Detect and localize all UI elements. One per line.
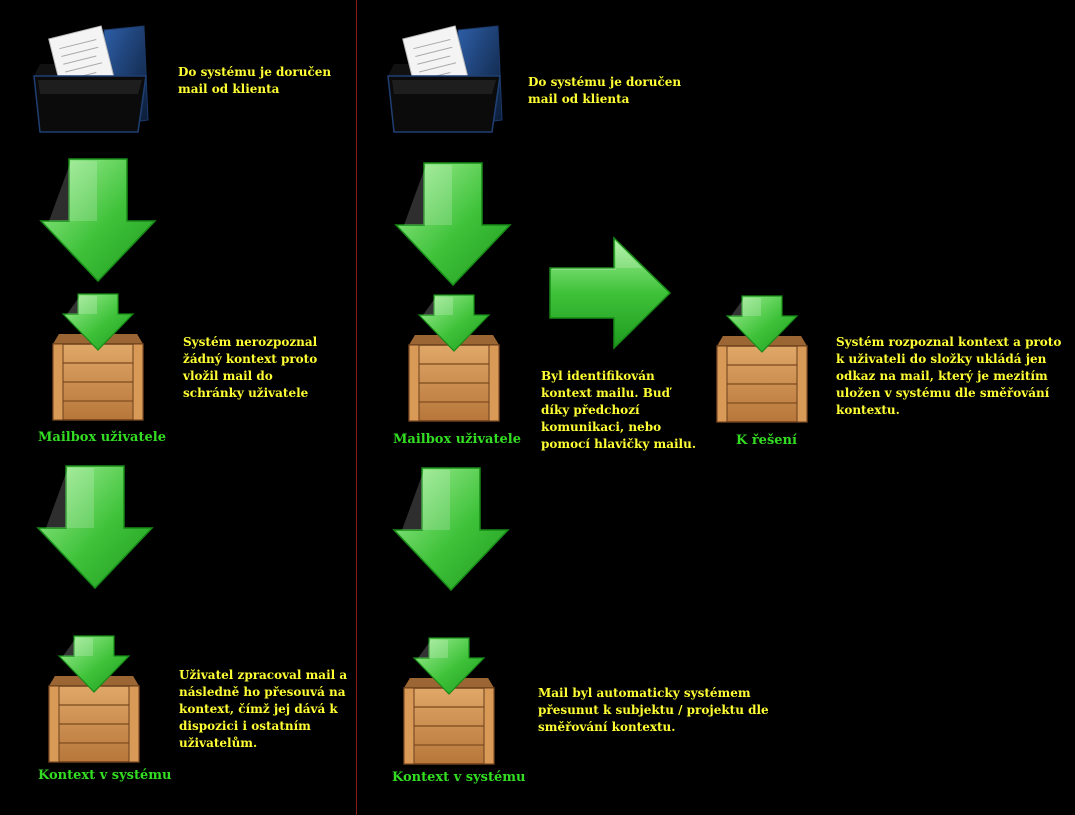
- resolve-crate-icon: [716, 295, 808, 423]
- context-crate-icon: [403, 637, 495, 765]
- down-arrow-icon: [37, 465, 153, 589]
- right-mailbox-label: Mailbox uživatele: [393, 432, 521, 447]
- left-step-context-text: Uživatel zpracoval mail a následně ho př…: [179, 668, 348, 750]
- left-mailbox-label: Mailbox uživatele: [38, 430, 166, 445]
- right-step-auto-text: Mail byl automaticky systémem přesunut k…: [538, 686, 769, 734]
- context-crate-icon: [48, 635, 140, 763]
- down-arrow-icon: [395, 162, 511, 286]
- down-arrow-icon: [40, 158, 156, 282]
- right-step-arrival-text: Do systému je doručen mail od klienta: [528, 75, 682, 106]
- left-step-mailbox-text: Systém nerozpoznal žádný kontext proto v…: [183, 335, 318, 400]
- mail-folder-icon: [387, 25, 503, 133]
- mail-folder-icon: [33, 25, 149, 133]
- left-step-arrival-text: Do systému je doručen mail od klienta: [178, 65, 332, 96]
- left-context-label: Kontext v systému: [38, 768, 172, 783]
- right-arrow-icon: [549, 237, 671, 349]
- right-step-resolve-text: Systém rozpoznal kontext a proto k uživa…: [836, 335, 1062, 417]
- mailbox-crate-icon: [52, 293, 144, 421]
- down-arrow-icon: [393, 467, 509, 591]
- mailbox-crate-icon: [408, 294, 500, 422]
- right-step-identified-text: Byl identifikován kontext mailu. Buď dík…: [541, 369, 696, 451]
- right-context-label: Kontext v systému: [392, 770, 526, 785]
- resolve-label: K řešení: [736, 433, 797, 448]
- column-divider: [356, 0, 357, 815]
